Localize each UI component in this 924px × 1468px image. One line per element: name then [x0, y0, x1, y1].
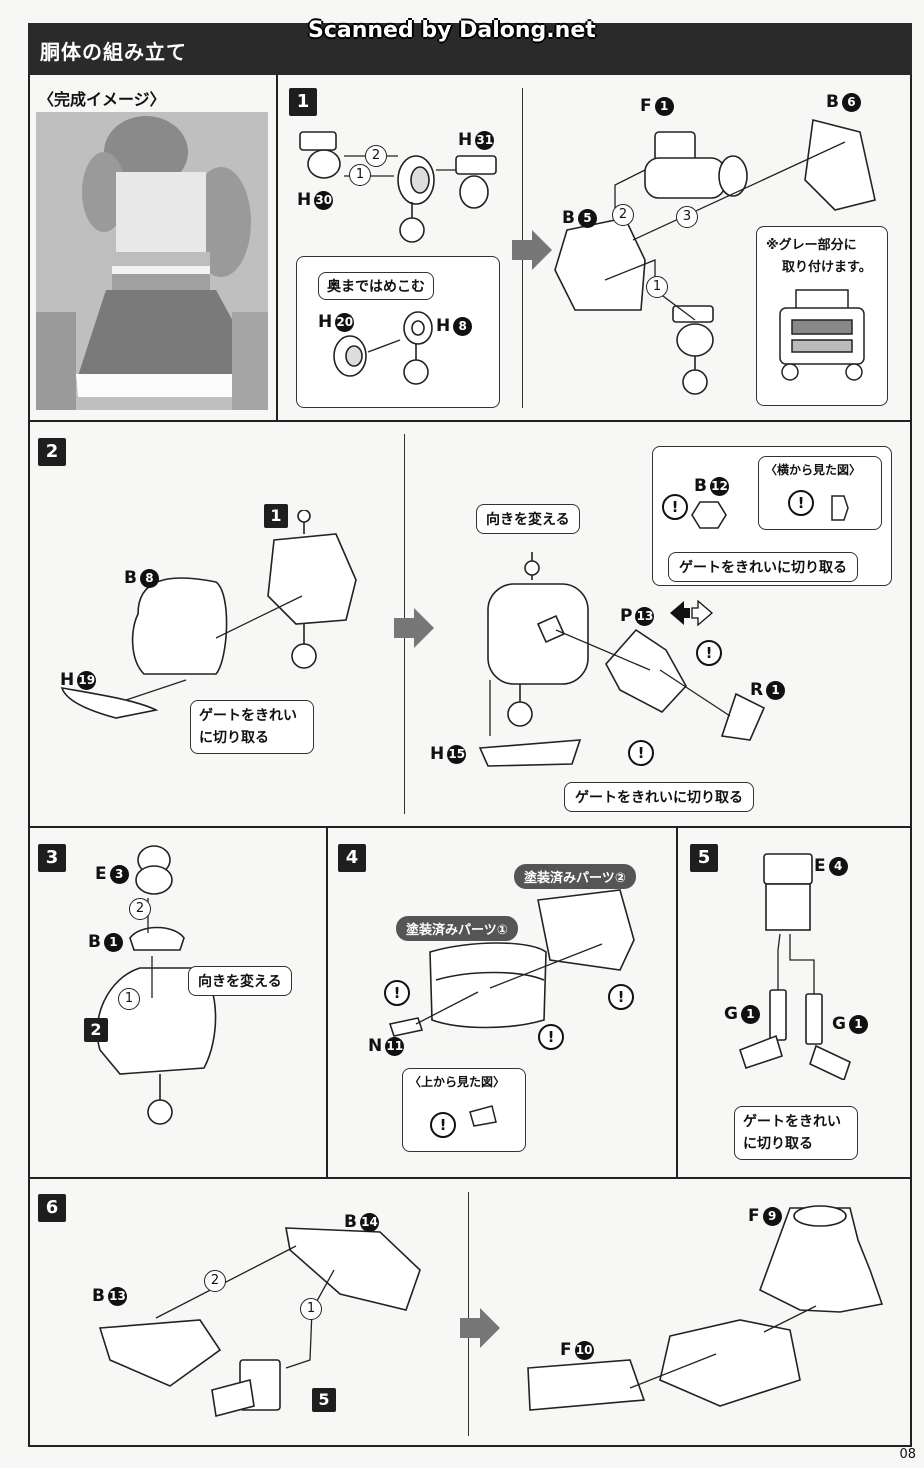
step-3-number: 3: [38, 844, 66, 872]
painted-part-2-label: 塗装済みパーツ②: [514, 864, 636, 889]
step2-gate-callout-3: ゲートをきれいに切り取る: [564, 782, 754, 812]
step6-left-drawing: [98, 1227, 421, 1417]
warning-icon: !: [538, 1024, 564, 1050]
step-2-number: 2: [38, 438, 66, 466]
step2-flow-arrow: [394, 608, 434, 648]
step2-left-drawing: [60, 510, 357, 719]
divider-row2: [28, 826, 912, 828]
divider-row3: [28, 1177, 912, 1179]
warning-icon: !: [662, 494, 688, 520]
step5-gate-text-a: ゲートをきれい: [743, 1114, 841, 1130]
step2-right-drawing: [478, 552, 766, 767]
divider-row1: [28, 420, 912, 422]
step1-order-1: 1: [349, 164, 371, 186]
step5-gate-callout: ゲートをきれい に切り取る: [734, 1106, 858, 1160]
divider-step4: [676, 826, 678, 1177]
warning-icon: !: [696, 640, 722, 666]
step3-order-2: 2: [129, 898, 151, 920]
gray-note-drawing: [779, 289, 865, 381]
step3-order-1: 1: [118, 988, 140, 1010]
step1-flow-arrow: [512, 230, 552, 270]
section-title: 胴体の組み立て: [40, 40, 187, 64]
warning-icon: !: [384, 980, 410, 1006]
step6-flow-arrow: [460, 1308, 500, 1348]
step2-gate-callout-1: ゲートをきれい に切り取る: [190, 700, 314, 754]
step2-gate-text-b: に切り取る: [199, 730, 269, 746]
warning-icon: !: [628, 740, 654, 766]
divider-step3: [326, 826, 328, 1177]
painted-part-1-label: 塗装済みパーツ①: [396, 916, 518, 941]
step6-order-1: 1: [300, 1298, 322, 1320]
preview-title: 〈完成イメージ〉: [38, 90, 166, 109]
gray-note-line1: ※グレー部分に: [766, 238, 857, 253]
divider-preview: [276, 75, 278, 420]
side-view-box: 〈横から見た図〉: [758, 456, 882, 530]
step1-callout: 奥まではめこむ: [318, 272, 434, 300]
warning-icon: !: [788, 490, 814, 516]
page-number: 08: [899, 1447, 916, 1462]
swap-arrows-icon: [670, 599, 713, 627]
step-5-number: 5: [690, 844, 718, 872]
step6-separator: [468, 1192, 469, 1436]
step-4-number: 4: [338, 844, 366, 872]
step5-drawing: [739, 853, 851, 1080]
top-view-box: 〈上から見た図〉: [402, 1068, 526, 1152]
step6-order-2: 2: [204, 1270, 226, 1292]
step3-subassembly-2: 2: [84, 1018, 108, 1042]
step1-order-2: 2: [365, 145, 387, 167]
finished-figure-image: [36, 112, 268, 410]
hex-part-drawing: [691, 501, 727, 529]
step1-detail-drawing: [333, 311, 433, 385]
step-6-number: 6: [38, 1194, 66, 1222]
step3-drawing: [96, 845, 217, 1125]
top-view-title: 〈上から見た図〉: [409, 1075, 506, 1089]
section-header: 胴体の組み立て: [28, 23, 912, 75]
step2-gate-text-a: ゲートをきれい: [199, 708, 297, 724]
warning-icon: !: [430, 1112, 456, 1138]
gray-note-line2: 取り付けます。: [782, 260, 872, 275]
step2-change-direction: 向きを変える: [476, 504, 580, 534]
warning-icon: !: [608, 984, 634, 1010]
side-view-title: 〈横から見た図〉: [765, 463, 862, 477]
step3-change-direction: 向きを変える: [188, 966, 292, 996]
step1-assembly-order-3: 3: [676, 206, 698, 228]
step2-gate-callout-2: ゲートをきれいに切り取る: [668, 552, 858, 582]
step4-drawing: [388, 889, 635, 1037]
top-view-drawing: [469, 1105, 497, 1127]
step1-assembly-order-1: 1: [646, 276, 668, 298]
step1-assembly-drawing: [554, 119, 876, 395]
step6-right-drawing: [527, 1205, 884, 1411]
step5-gate-text-b: に切り取る: [743, 1136, 813, 1152]
scan-watermark: Scanned by Dalong.net: [308, 18, 596, 43]
side-view-drawing: [831, 495, 849, 521]
step6-subassembly-5: 5: [312, 1388, 336, 1412]
step2-subassembly-1: 1: [264, 504, 288, 528]
step-1-number: 1: [289, 88, 317, 116]
step1-assembly-order-2: 2: [612, 204, 634, 226]
